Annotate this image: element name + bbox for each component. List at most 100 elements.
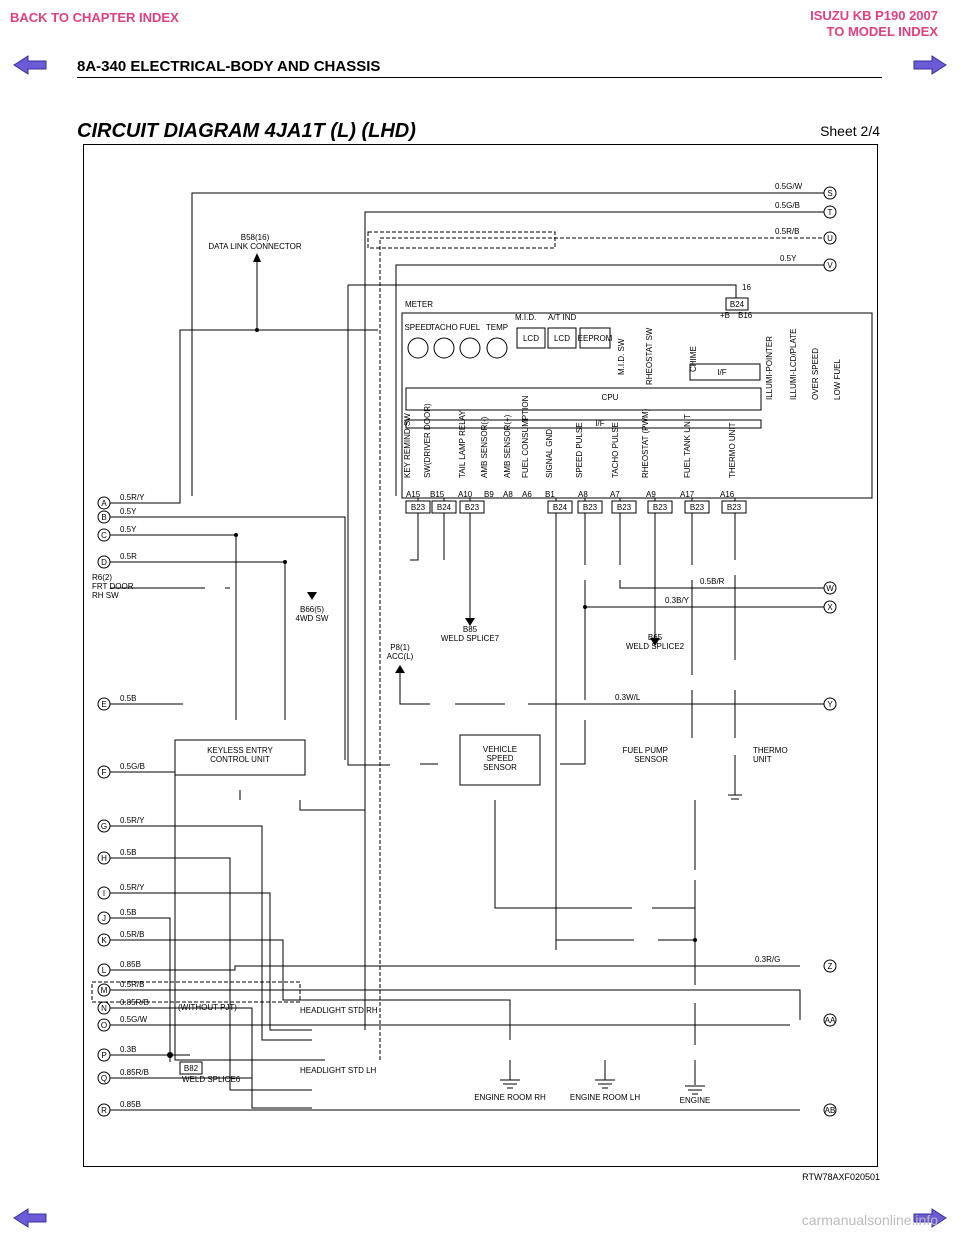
right-terminal-ab-circle bbox=[823, 1103, 837, 1117]
meter-pin-9: A9 bbox=[646, 490, 656, 499]
meter-pin-6: B1 bbox=[545, 490, 555, 499]
left-terminal-a-letter: A bbox=[101, 499, 107, 508]
meter-connector-5-label: B23 bbox=[617, 503, 632, 512]
at-ind-label: A/T IND bbox=[548, 313, 577, 322]
wire-b24-16 bbox=[348, 284, 737, 298]
diagram-title: CIRCUIT DIAGRAM 4JA1T (L) (LHD) bbox=[77, 120, 416, 142]
meter-connector-6-box bbox=[647, 500, 673, 514]
meter-pin-8: A7 bbox=[610, 490, 620, 499]
ground-lh-label: ENGINE ROOM LH bbox=[570, 1093, 640, 1102]
right-terminal-y-letter: Y bbox=[827, 700, 833, 709]
meter-connector-8-box bbox=[721, 500, 747, 514]
without-pjt-label: (WITHOUT PJT) bbox=[178, 1003, 237, 1012]
right-terminal-t-circle bbox=[823, 205, 837, 219]
left-terminal-o-letter: O bbox=[101, 1021, 107, 1030]
right-wire-label-1: 0.5G/B bbox=[775, 201, 800, 210]
left-wire-label-12: 0.5R/B bbox=[120, 980, 144, 989]
left-terminal-l-letter: L bbox=[102, 966, 107, 975]
meter-input-2: TAIL LAMP RELAY bbox=[458, 410, 467, 478]
model-index-link[interactable]: TO MODEL INDEX bbox=[826, 24, 938, 39]
meter-pin-11: A16 bbox=[720, 490, 735, 499]
gauge-label-0: SPEED bbox=[404, 323, 431, 332]
meter-connector-4-box bbox=[577, 500, 603, 514]
right-terminal-v-circle bbox=[823, 258, 837, 272]
left-wire-label-14: 0.5G/W bbox=[120, 1015, 148, 1024]
left-wire-label-7: 0.5B bbox=[120, 848, 136, 857]
model-title-link[interactable]: ISUZU KB P190 2007 bbox=[810, 8, 938, 23]
back-to-chapter-link[interactable]: BACK TO CHAPTER INDEX bbox=[10, 10, 179, 25]
watermark-text: carmanualsonline.info bbox=[801, 1212, 938, 1228]
left-terminal-k-circle bbox=[97, 933, 111, 947]
left-wire-label-2: 0.5Y bbox=[120, 525, 137, 534]
right-terminal-t-letter: T bbox=[828, 208, 833, 217]
right-wire-label-6: 0.3W/L bbox=[615, 693, 641, 702]
right-terminal-x-letter: X bbox=[827, 603, 833, 612]
right-terminal-ab-letter: AB bbox=[825, 1106, 836, 1115]
right-wire-label-2: 0.5R/B bbox=[775, 227, 799, 236]
meter-pin-0: A15 bbox=[406, 490, 421, 499]
meter-pin-3: B9 bbox=[484, 490, 494, 499]
back-arrow-icon[interactable] bbox=[12, 54, 48, 76]
meter-connector-1-label: B24 bbox=[437, 503, 452, 512]
left-terminal-f-letter: F bbox=[102, 768, 107, 777]
left-terminal-q-circle bbox=[97, 1071, 111, 1085]
right-terminal-s-circle bbox=[823, 186, 837, 200]
left-wire-label-3: 0.5R bbox=[120, 552, 137, 561]
gauge-label-1: TACHO bbox=[430, 323, 457, 332]
left-wire-label-13: 0.85R/B bbox=[120, 998, 149, 1007]
left-terminal-p-circle bbox=[97, 1048, 111, 1062]
gauge-3-icon bbox=[486, 337, 508, 359]
header-divider bbox=[77, 77, 882, 78]
right-wire-label-5: 0.3B/Y bbox=[665, 596, 690, 605]
left-wire-label-6: 0.5R/Y bbox=[120, 816, 145, 825]
meter-connector-6-label: B23 bbox=[653, 503, 668, 512]
eeprom-label: EEPROM bbox=[578, 334, 613, 343]
meter-pin-1: B15 bbox=[430, 490, 445, 499]
meter-b24-label: B24 bbox=[730, 300, 745, 309]
wire-u bbox=[379, 237, 826, 1060]
meter-connector-4-label: B23 bbox=[583, 503, 598, 512]
meter-pin-5: A6 bbox=[522, 490, 532, 499]
left-terminal-j-circle bbox=[97, 911, 111, 925]
meter-input-7: SPEED PULSE bbox=[575, 422, 584, 478]
left-wire-label-10: 0.5R/B bbox=[120, 930, 144, 939]
cpu-label: CPU bbox=[602, 393, 619, 402]
meter-input-9: RHEOSTAT (PWM) bbox=[641, 408, 650, 478]
wire-s bbox=[191, 192, 826, 496]
if-upper-box bbox=[689, 363, 761, 381]
meter-input-1: SW(DRIVER DOOR) bbox=[423, 403, 432, 478]
back-arrow-bottom-icon[interactable] bbox=[12, 1207, 48, 1229]
left-terminal-g-letter: G bbox=[101, 822, 107, 831]
gauge-0-icon bbox=[407, 337, 429, 359]
forward-arrow-bottom-icon[interactable] bbox=[912, 1207, 948, 1229]
left-terminal-m-letter: M bbox=[101, 986, 108, 995]
sheet-label: Sheet 2/4 bbox=[820, 123, 880, 139]
left-terminal-j-letter: J bbox=[102, 914, 106, 923]
left-terminal-l-circle bbox=[97, 963, 111, 977]
ground-engine-label: ENGINE bbox=[680, 1096, 711, 1105]
left-terminal-i-circle bbox=[97, 886, 111, 900]
gauge-1-icon bbox=[433, 337, 455, 359]
meter-box bbox=[401, 312, 873, 499]
meter-input-3: AMB SENSOR(-) bbox=[480, 416, 489, 478]
indicator-label-0: ILLUMI-POINTER bbox=[765, 336, 774, 400]
mid-label: M.I.D. bbox=[515, 313, 536, 322]
left-terminal-o-circle bbox=[97, 1018, 111, 1032]
gauge-label-3: TEMP bbox=[486, 323, 508, 332]
pin-16-label: 16 bbox=[742, 283, 751, 292]
gauge-label-2: FUEL bbox=[460, 323, 481, 332]
left-terminal-h-circle bbox=[97, 851, 111, 865]
meter-input-6: SIGNAL GND bbox=[545, 429, 554, 478]
left-wire-label-8: 0.5R/Y bbox=[120, 883, 145, 892]
left-terminal-e-letter: E bbox=[101, 700, 106, 709]
forward-arrow-icon[interactable] bbox=[912, 54, 948, 76]
meter-input-8: TACHO PULSE bbox=[611, 422, 620, 478]
eeprom-box bbox=[579, 327, 611, 349]
right-wire-label-4: 0.5B/R bbox=[700, 577, 725, 586]
